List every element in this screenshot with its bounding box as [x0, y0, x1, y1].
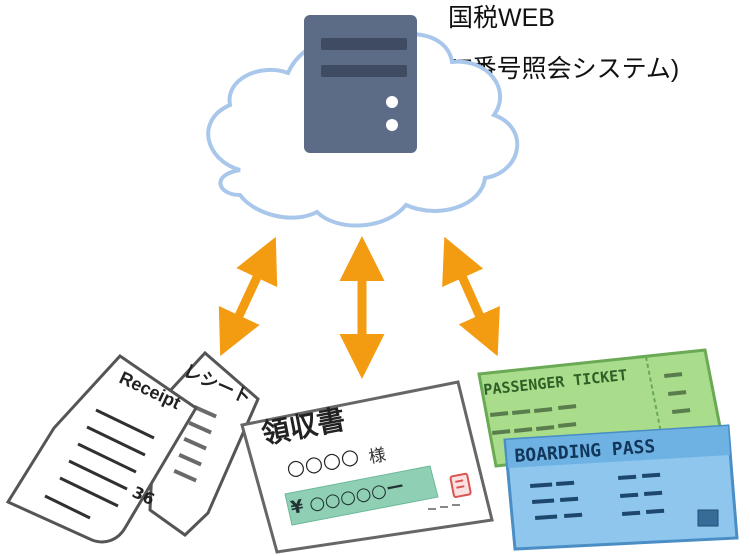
boarding-pass: BOARDING PASS: [503, 424, 739, 551]
invoice-honorific: 様: [367, 445, 388, 468]
caption-line-1: 国税WEB: [448, 4, 555, 32]
double-arrow-icon: [218, 236, 500, 379]
receipt-paper: Receipt 36: [5, 354, 199, 544]
server-icon: [304, 15, 417, 153]
seal-stamp-icon: [449, 472, 472, 498]
invoice-card: 領収書 ○○○○ 様 ¥ ○○○○○ー: [240, 380, 494, 554]
